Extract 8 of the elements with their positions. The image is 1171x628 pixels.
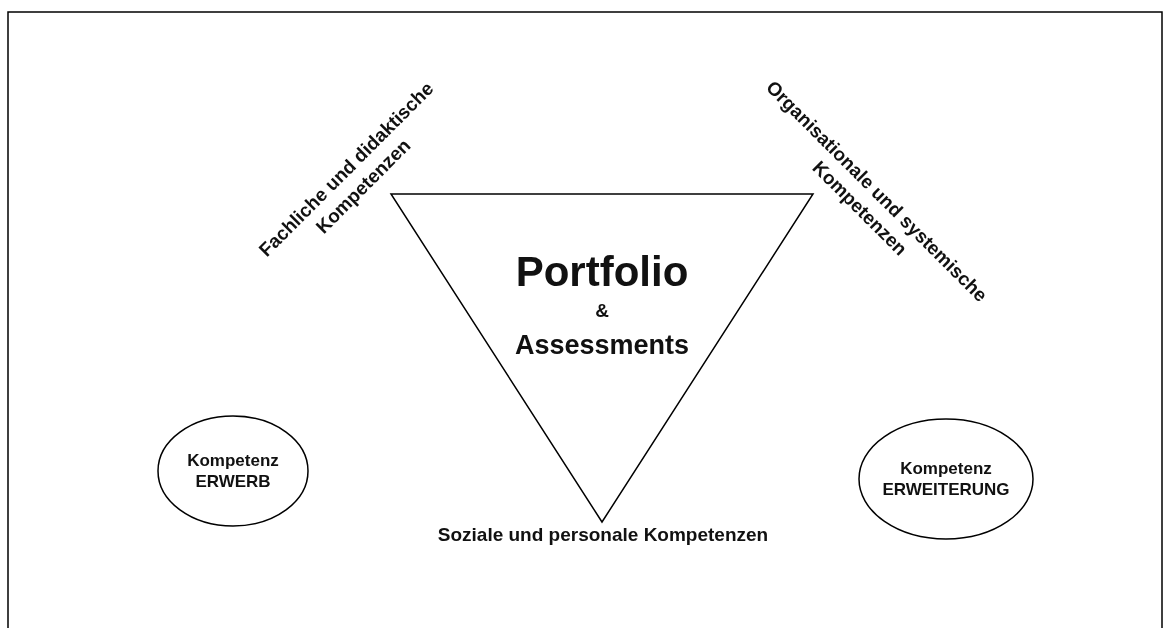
ellipse-shape	[858, 418, 1034, 540]
node-title: Portfolio	[514, 247, 690, 297]
node-text: Kompetenz ERWEITERUNG	[881, 458, 1011, 500]
ellipse-shape	[157, 415, 309, 527]
side-label: Soziale und personale Kompetenzen	[436, 523, 770, 547]
node-text: Kompetenz ERWERB	[186, 450, 280, 492]
node-title: Assessments	[513, 329, 691, 362]
node-text: &	[594, 299, 610, 323]
